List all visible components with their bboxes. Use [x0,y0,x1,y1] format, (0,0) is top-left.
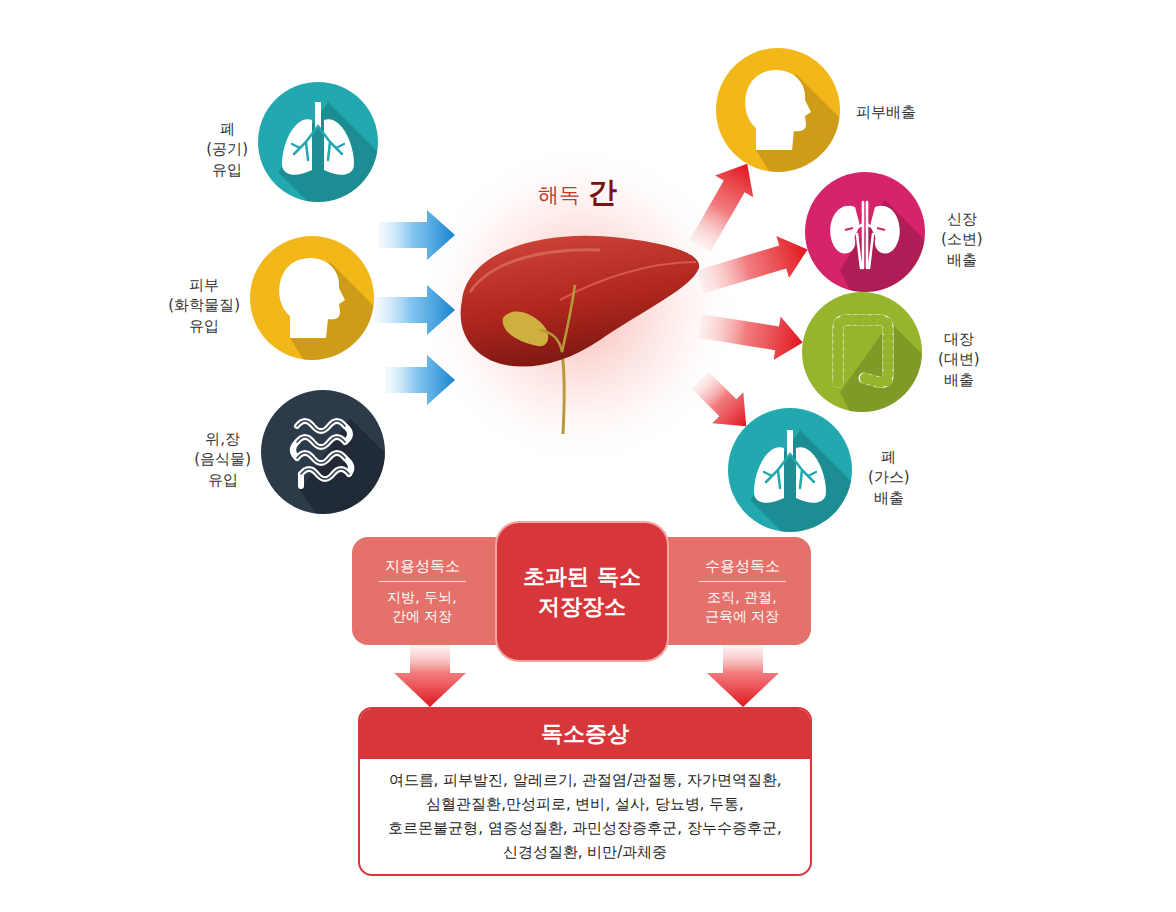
node-label: 피부배출 [856,102,916,122]
excretion-circle: 폐(가스) 배출 [728,408,852,532]
excretion-circle: 대장(대변) 배출 [802,292,922,412]
circle-label: 대장(대변) 배출 [938,329,980,390]
flow-arrow [374,285,455,335]
storage-body: 조직, 관절, 근육에 저장 [694,588,790,626]
intake-circle: 피부(화학물질) 유입 [250,236,374,360]
flow-arrow [692,372,747,427]
flow-arrow [697,236,808,294]
storage-heading: 지용성독소 [379,557,466,582]
flow-arrow [707,645,779,707]
node-label: 대장(대변) 배출 [938,329,980,390]
circle-label: 신장(소변) 배출 [941,209,983,270]
symptom-list: 여드름, 피부발진, 알레르기, 관절염/관절통, 자가면역질환, 심혈관질환,… [360,759,810,874]
circle-label: 피부배출 [856,102,916,122]
flow-arrow [698,314,803,360]
liver-title: 해독 간 [455,173,700,213]
symptom-heading: 독소증상 [360,709,810,759]
flow-arrow [690,164,754,252]
intake-circle: 폐(공기) 유입 [258,82,378,202]
circle-label: 피부(화학물질) 유입 [168,275,240,336]
storage-box: 지용성독소지방, 두뇌, 간에 저장 [352,537,502,645]
flow-arrow [378,210,455,260]
storage-heading: 수용성독소 [699,557,786,582]
symptom-box: 독소증상여드름, 피부발진, 알레르기, 관절염/관절통, 자가면역질환, 심혈… [358,707,812,876]
flow-arrow [394,645,466,707]
circle-label: 위,장(음식물) 유입 [194,429,251,490]
liver-organ: 해독간 [455,225,700,435]
circle-label: 폐(가스) 배출 [868,447,910,508]
node-label: 피부(화학물질) 유입 [168,275,240,336]
flow-arrow [385,355,455,405]
excretion-circle: 피부배출 [716,48,840,172]
circle-label: 폐(공기) 유입 [206,119,248,180]
storage-title: 초과된 독소 저장장소 [507,562,657,621]
node-label: 폐(공기) 유입 [206,119,248,180]
storage-body: 지방, 두뇌, 간에 저장 [374,588,470,626]
intake-circle: 위,장(음식물) 유입 [261,390,385,514]
node-label: 위,장(음식물) 유입 [194,429,251,490]
storage-center-box: 초과된 독소 저장장소 [497,523,667,660]
node-label: 폐(가스) 배출 [868,447,910,508]
liver-label: 간 [588,173,617,213]
excretion-circle: 신장(소변) 배출 [805,172,925,292]
node-label: 신장(소변) 배출 [941,209,983,270]
liver-label: 해독 [538,181,580,209]
storage-box: 수용성독소조직, 관절, 근육에 저장 [663,537,811,645]
